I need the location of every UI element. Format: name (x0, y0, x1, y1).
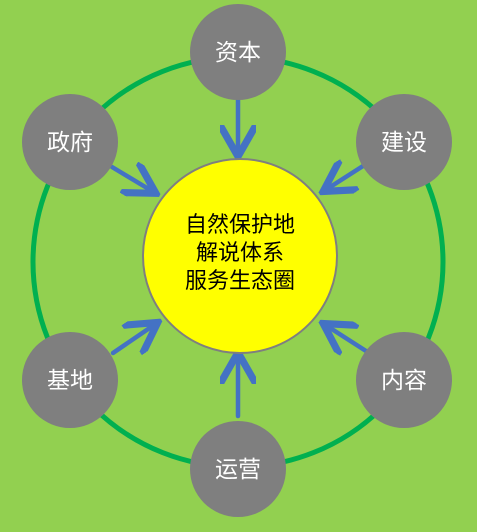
node-label-construction: 建设 (381, 130, 427, 156)
center-circle (142, 158, 338, 354)
node-label-base: 基地 (47, 368, 93, 394)
center-line-1: 自然保护地 (185, 213, 295, 238)
arrow-government (109, 167, 152, 191)
arrows (109, 97, 369, 419)
node-capital: 资本 (190, 4, 286, 100)
node-content: 内容 (356, 332, 452, 428)
arrow-base (110, 325, 154, 356)
arrow-construction (327, 166, 366, 189)
node-label-content: 内容 (381, 368, 427, 394)
node-label-operation: 运营 (215, 457, 261, 483)
node-construction: 建设 (356, 94, 452, 190)
center-line-3: 服务生态圈 (185, 269, 295, 294)
node-label-government: 政府 (47, 130, 93, 156)
node-operation: 运营 (190, 421, 286, 517)
node-base: 基地 (22, 332, 118, 428)
center-line-2: 解说体系 (196, 241, 284, 266)
node-label-capital: 资本 (215, 40, 261, 66)
node-government: 政府 (22, 94, 118, 190)
arrow-content (327, 326, 369, 351)
